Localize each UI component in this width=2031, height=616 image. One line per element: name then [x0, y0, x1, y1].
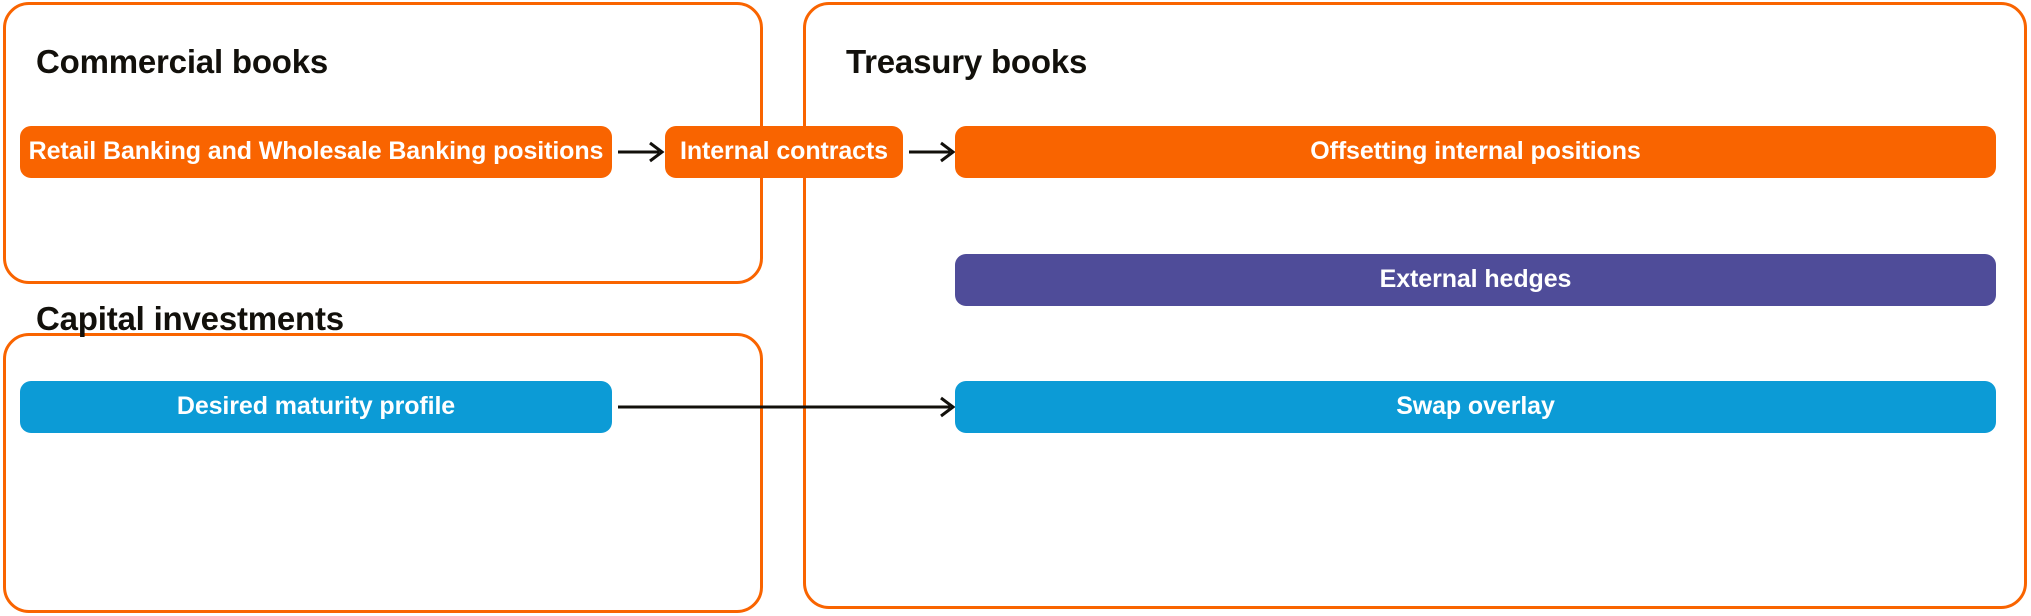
panel-title-treasury-books: Treasury books	[846, 43, 1088, 80]
arrow-right-icon-internal-contracts-to-offsetting	[909, 141, 956, 163]
node-internal-contracts[interactable]: Internal contracts	[665, 126, 903, 178]
node-swap-overlay[interactable]: Swap overlay	[955, 381, 1996, 433]
panel-treasury-books	[803, 2, 2027, 609]
arrow-right-icon-maturity-profile-to-swap-overlay	[618, 396, 956, 418]
node-external-hedges[interactable]: External hedges	[955, 254, 1996, 306]
panel-capital-investments	[3, 333, 763, 613]
node-desired-maturity-profile[interactable]: Desired maturity profile	[20, 381, 612, 433]
node-offsetting-internal-positions[interactable]: Offsetting internal positions	[955, 126, 1996, 178]
node-retail-wholesale-banking-positions[interactable]: Retail Banking and Wholesale Banking pos…	[20, 126, 612, 178]
panel-title-capital-investments: Capital investments	[36, 300, 344, 337]
arrow-right-icon-retail-to-internal-contracts	[618, 141, 665, 163]
panel-title-commercial-books: Commercial books	[36, 43, 329, 80]
